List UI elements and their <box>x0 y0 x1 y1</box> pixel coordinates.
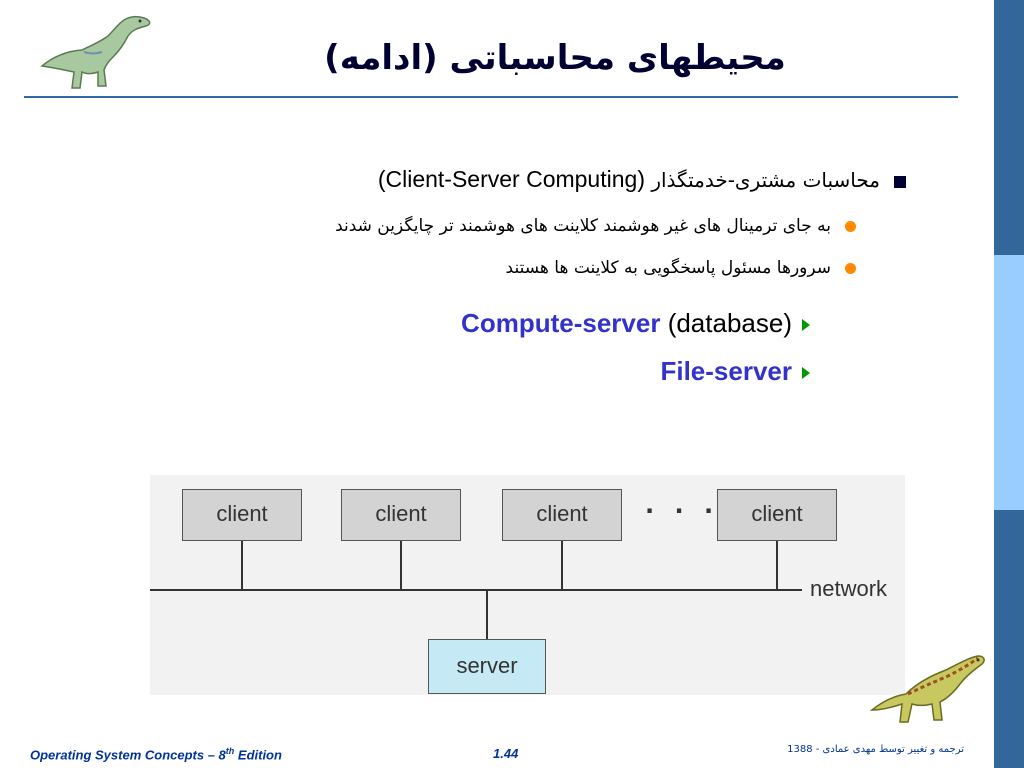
right-sidebar <box>994 0 1024 768</box>
footer-translator-credit: ترجمه و تغییر توسط مهدی عمادی - 1388 <box>787 744 964 755</box>
server-connector <box>486 589 488 639</box>
client-box-3: client <box>502 489 622 541</box>
title-underline <box>24 96 958 98</box>
sub-bullet-smart-clients: به جای ترمینال های غیر هوشمند کلاینت های… <box>335 216 856 236</box>
client-box-2: client <box>341 489 461 541</box>
footer-course-title: Operating System Concepts – 8th Edition <box>30 746 282 762</box>
green-arrow-bullet-icon <box>802 367 810 380</box>
sub-bullet-text: سرورها مسئول پاسخگویی به کلاینت ها هستند <box>505 258 831 278</box>
green-arrow-bullet-icon <box>802 319 810 332</box>
file-server-item: File-server <box>660 356 810 387</box>
client-connector-1 <box>241 541 243 589</box>
client-server-diagram: client client client · · · client networ… <box>150 475 905 695</box>
footer-title-prefix: Operating System Concepts – 8 <box>30 747 226 763</box>
sidebar-segment-middle <box>994 255 1024 510</box>
orange-dot-bullet-icon <box>845 262 856 274</box>
compute-server-item: Compute-server (database) <box>461 308 810 339</box>
page-number: 1.44 <box>493 746 519 761</box>
bullet-client-server-fa: محاسبات مشتری-خدمتگذار <box>651 168 880 192</box>
dinosaur-logo-top <box>40 15 151 89</box>
paren-close: ) <box>637 166 645 192</box>
paren-open: ( <box>377 166 386 192</box>
sub-bullet-servers-respond: سرورها مسئول پاسخگویی به کلاینت ها هستند <box>506 258 856 278</box>
compute-server-label: Compute-server <box>461 308 661 338</box>
footer-title-suffix: Edition <box>234 747 282 763</box>
client-connector-3 <box>561 541 563 589</box>
client-box-1: client <box>182 489 302 541</box>
sidebar-segment-top <box>994 0 1024 255</box>
bullet-client-server-en: (Client-Server Computing) <box>378 166 645 192</box>
network-line <box>150 589 802 591</box>
footer-title-sup: th <box>225 746 235 756</box>
orange-dot-bullet-icon <box>845 220 856 232</box>
dinosaur-logo-bottom <box>869 655 985 723</box>
sub-bullet-text: به جای ترمینال های غیر هوشمند کلاینت های… <box>335 216 831 236</box>
ellipsis: · · · <box>645 497 720 525</box>
sidebar-segment-bottom <box>994 510 1024 768</box>
network-label: network <box>810 576 888 601</box>
file-server-label: File-server <box>660 356 792 386</box>
client-server-en-text: Client-Server Computing <box>385 166 638 192</box>
square-bullet-icon <box>894 175 906 188</box>
server-box: server <box>428 639 546 694</box>
bullet-client-server: محاسبات مشتری-خدمتگذار (Client-Server Co… <box>378 166 906 193</box>
client-box-4: client <box>717 489 837 541</box>
client-connector-4 <box>776 541 778 589</box>
slide-title: محیطهای محاسباتی (ادامه) <box>324 38 786 78</box>
compute-server-note: (database) <box>667 308 792 338</box>
client-connector-2 <box>400 541 402 589</box>
